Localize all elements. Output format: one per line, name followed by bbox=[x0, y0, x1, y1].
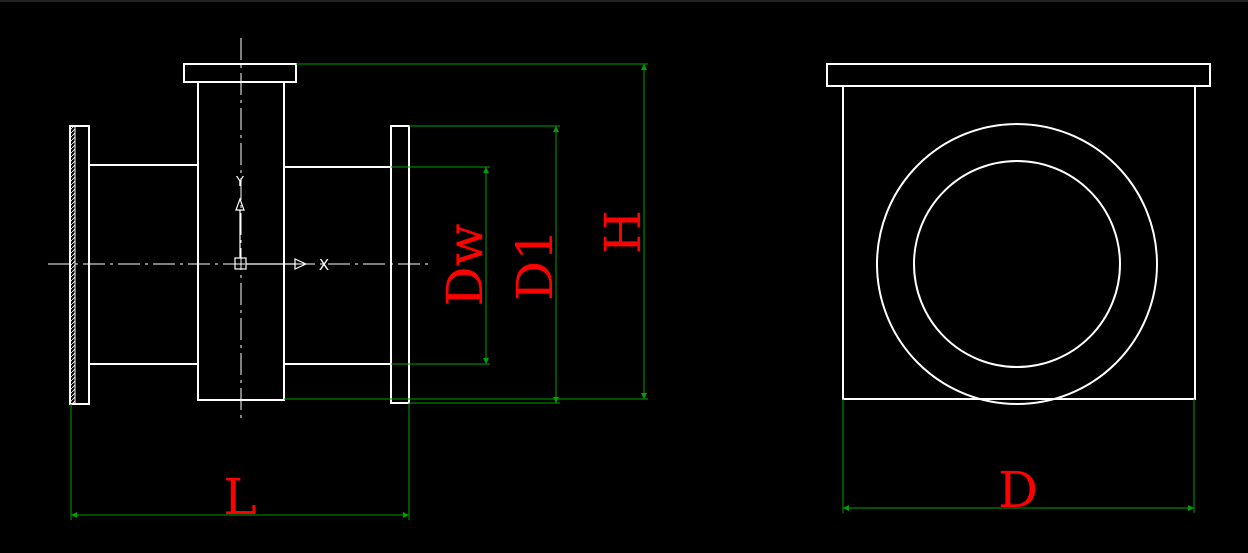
ucs-icon: Y X bbox=[234, 175, 329, 274]
ucs-x-arrow-icon bbox=[294, 258, 308, 270]
top-flange bbox=[183, 63, 297, 83]
side-body bbox=[842, 85, 1196, 400]
d1-label: D1 bbox=[506, 229, 564, 301]
ucs-x-label: X bbox=[319, 256, 329, 274]
side-view-dimensions bbox=[842, 399, 1195, 513]
h-label: H bbox=[594, 210, 652, 254]
l-label: L bbox=[223, 468, 256, 526]
d-label: D bbox=[998, 461, 1038, 519]
ucs-y-label: Y bbox=[235, 175, 244, 190]
dw-label: Dw bbox=[436, 223, 494, 306]
front-view-centerlines bbox=[48, 38, 430, 422]
front-view-dimensions bbox=[70, 63, 648, 520]
inner-bore-circle bbox=[913, 160, 1121, 368]
ucs-y-arrow-icon bbox=[235, 197, 245, 211]
side-view bbox=[826, 63, 1211, 405]
left-flange-hatch bbox=[69, 125, 76, 405]
front-view-dimension-labels: Dw D1 H L bbox=[223, 210, 652, 526]
outer-flange-circle bbox=[876, 123, 1158, 405]
